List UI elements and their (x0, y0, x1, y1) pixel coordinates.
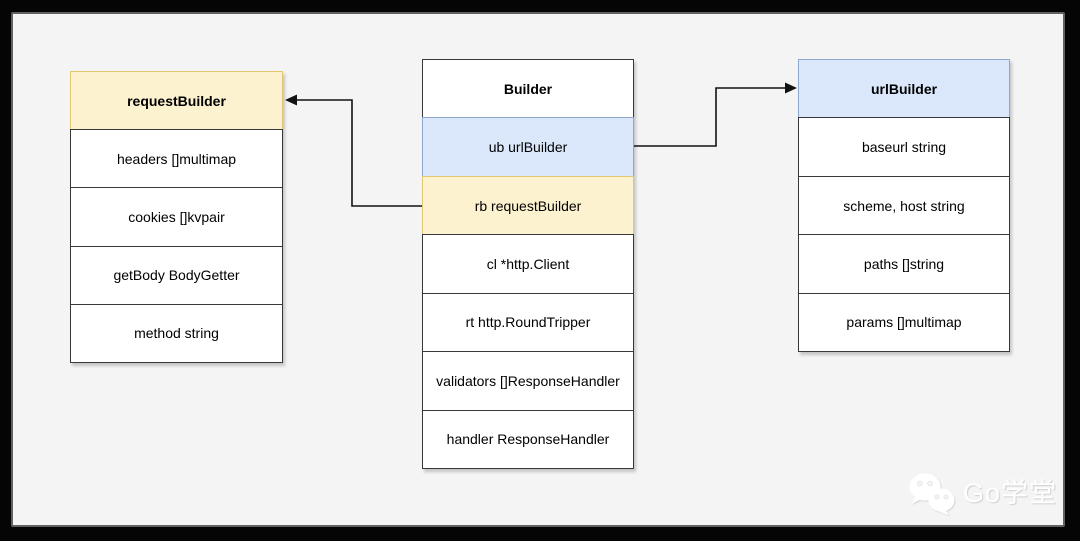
struct-field: cl *http.Client (422, 234, 634, 294)
struct-field: getBody BodyGetter (70, 245, 283, 305)
struct-box-requestbuilder: requestBuilder headers []multimap cookie… (70, 71, 283, 364)
struct-field-rb-requestbuilder: rb requestBuilder (422, 175, 634, 236)
struct-field: method string (70, 303, 283, 364)
struct-field: paths []string (798, 234, 1010, 294)
watermark: Go学堂 (905, 470, 1057, 516)
struct-title-requestbuilder: requestBuilder (70, 71, 283, 131)
struct-field: handler ResponseHandler (422, 409, 634, 469)
struct-field: validators []ResponseHandler (422, 351, 634, 411)
struct-title-builder: Builder (422, 59, 634, 119)
struct-field: cookies []kvpair (70, 187, 283, 247)
watermark-label: Go学堂 (963, 477, 1058, 508)
struct-title-urlbuilder: urlBuilder (798, 59, 1010, 119)
struct-field: rt http.RoundTripper (422, 292, 634, 353)
struct-field: baseurl string (798, 117, 1010, 177)
struct-field: params []multimap (798, 292, 1010, 353)
struct-field-ub-urlbuilder: ub urlBuilder (422, 117, 634, 177)
struct-field: scheme, host string (798, 175, 1010, 236)
struct-field: headers []multimap (70, 129, 283, 189)
struct-box-builder: Builder ub urlBuilder rb requestBuilder … (422, 59, 634, 469)
wechat-icon (909, 473, 955, 516)
struct-box-urlbuilder: urlBuilder baseurl string scheme, host s… (798, 59, 1010, 353)
